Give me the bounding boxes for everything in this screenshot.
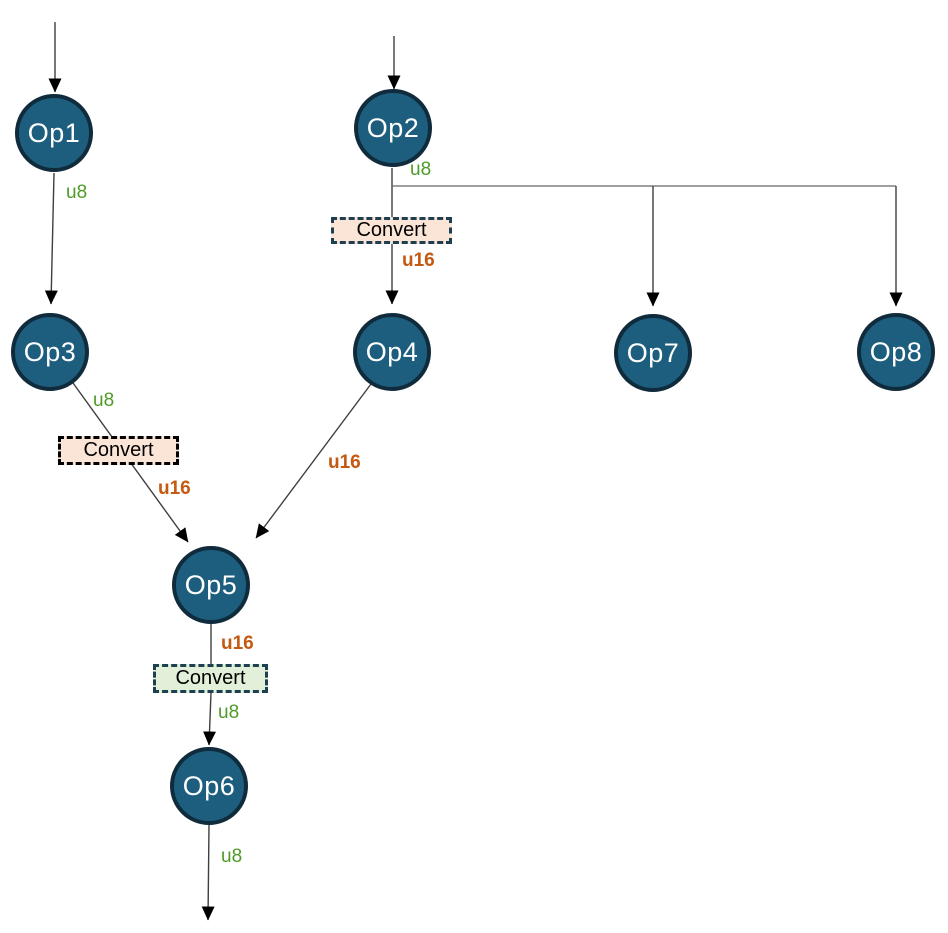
convert-box-after-op3: Convert [58, 436, 179, 465]
edge-op6-output [201, 824, 215, 921]
convert-box-after-op5: Convert [153, 664, 268, 693]
edge-label-op4-to-op5: u16 [328, 452, 361, 473]
convert-box-after-op3-label: Convert [83, 439, 154, 461]
edge-op1-to-op3 [44, 172, 58, 305]
node-op8: Op8 [857, 313, 935, 391]
node-op4: Op4 [353, 313, 431, 391]
node-op7: Op7 [614, 314, 692, 392]
node-op3: Op3 [11, 313, 89, 391]
edge-label-convert-op5-out: u8 [218, 702, 240, 723]
convert-box-after-op5-label: Convert [175, 667, 246, 689]
node-op8-label: Op8 [869, 336, 923, 367]
edge-label-op6-out: u8 [221, 846, 243, 867]
edge-label-op1-out: u8 [66, 182, 88, 203]
node-op5-label: Op5 [184, 569, 238, 600]
node-op4-label: Op4 [365, 336, 419, 367]
edge-label-op2-out: u8 [410, 159, 432, 180]
convert-box-after-op2: Convert [331, 217, 452, 244]
node-op2-label: Op2 [366, 112, 420, 143]
edge-op4-to-op5 [255, 383, 372, 539]
node-op3-label: Op3 [23, 336, 77, 367]
edge-label-op3-out: u8 [93, 390, 115, 411]
edge-convert-to-op6 [203, 692, 217, 746]
node-op1: Op1 [15, 94, 93, 172]
convert-box-after-op2-label: Convert [356, 219, 427, 241]
edge-label-op5-out: u16 [221, 633, 254, 654]
edge-label-convert-op2-out: u16 [402, 250, 435, 271]
node-op5: Op5 [172, 546, 250, 624]
node-op6-label: Op6 [182, 770, 236, 801]
node-op6: Op6 [170, 747, 248, 825]
edge-label-convert-op3-out: u16 [158, 478, 191, 499]
node-op1-label: Op1 [27, 117, 81, 148]
node-op2: Op2 [354, 89, 432, 167]
node-op7-label: Op7 [626, 337, 680, 368]
